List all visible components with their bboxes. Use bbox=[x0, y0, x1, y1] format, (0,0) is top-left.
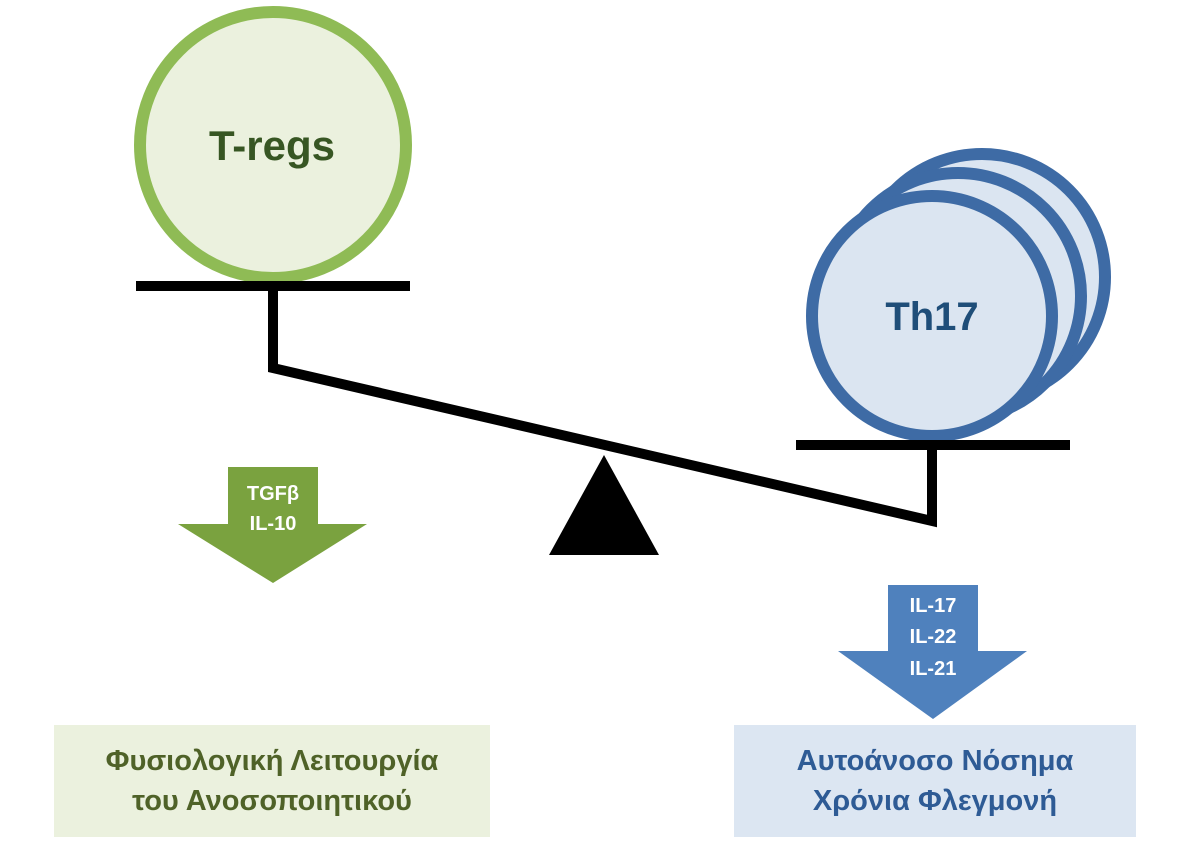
th17-label: Th17 bbox=[885, 295, 978, 339]
svg-text:IL-21: IL-21 bbox=[910, 658, 957, 680]
right-cytokine-arrow bbox=[838, 585, 1027, 719]
treg-label: T-regs bbox=[209, 122, 335, 169]
cytokine-il21: IL-21 bbox=[910, 658, 957, 680]
left-cytokine-arrow bbox=[178, 467, 367, 583]
cytokine-il10: IL-10 bbox=[250, 513, 297, 535]
cytokine-il17: IL-17 bbox=[910, 595, 957, 617]
left-outcome-box: Φυσιολογική Λειτουργία του Ανοσοποιητικο… bbox=[54, 725, 490, 837]
svg-text:TGFβ: TGFβ bbox=[247, 483, 299, 505]
svg-text:IL-10: IL-10 bbox=[250, 513, 297, 535]
scale-beam bbox=[268, 286, 937, 528]
scale bbox=[136, 281, 1070, 528]
svg-text:IL-17: IL-17 bbox=[910, 595, 957, 617]
cytokine-il22: IL-22 bbox=[910, 626, 957, 648]
right-outcome-line1: Αυτοάνοσο Νόσημα bbox=[796, 745, 1074, 777]
cytokine-tgfb: TGFβ bbox=[247, 483, 299, 505]
right-outcome-box: Αυτοάνοσο Νόσημα Χρόνια Φλεγμονή bbox=[734, 725, 1136, 837]
left-outcome-line1: Φυσιολογική Λειτουργία bbox=[105, 745, 439, 777]
th17-cell-front bbox=[806, 190, 1058, 442]
svg-text:IL-22: IL-22 bbox=[910, 626, 957, 648]
fulcrum bbox=[549, 455, 659, 555]
left-outcome-line2: του Ανοσοποιητικού bbox=[132, 785, 412, 817]
right-outcome-line2: Χρόνια Φλεγμονή bbox=[812, 785, 1058, 817]
treg-cell bbox=[134, 6, 412, 284]
